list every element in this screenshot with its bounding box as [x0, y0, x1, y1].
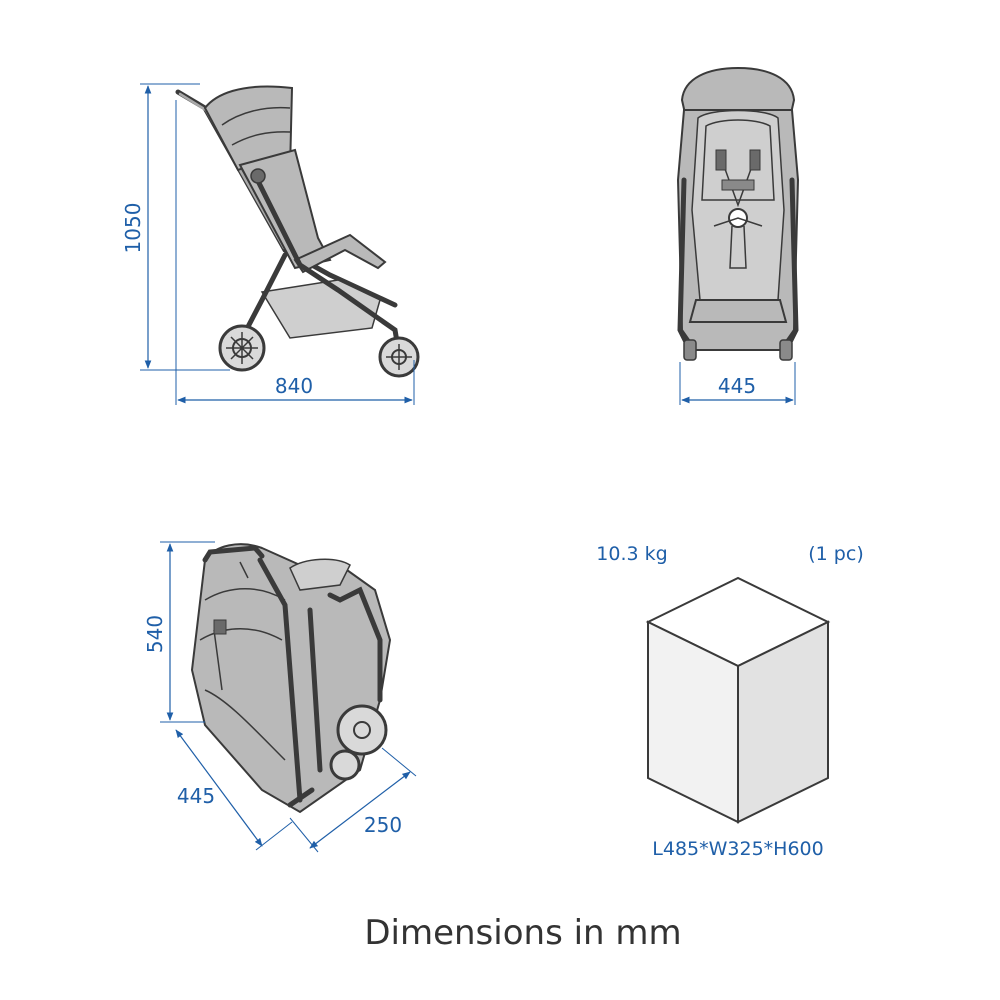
folded-depth-label: 250 [364, 813, 402, 837]
package-quantity: (1 pc) [808, 543, 863, 565]
folded-depth-extension-left [289, 817, 319, 853]
package-weight: 10.3 kg [596, 543, 667, 565]
folded-length-label: 445 [177, 784, 215, 808]
package-size: L485*W325*H600 [652, 838, 823, 860]
folded-depth-extension-right [381, 747, 417, 777]
folded-length-extension [255, 821, 293, 851]
folded-depth-dimension-line [309, 771, 411, 849]
front-view-stroller [676, 66, 800, 361]
package-box-icon [645, 576, 831, 824]
folded-stroller [190, 543, 392, 814]
front-width-label: 445 [718, 374, 756, 398]
side-length-label: 840 [275, 374, 313, 398]
folded-height-label: 540 [143, 615, 167, 653]
side-view-stroller [175, 85, 420, 378]
folded-length-dimension-line [175, 729, 263, 847]
dimensions-caption: Dimensions in mm [364, 913, 681, 953]
side-height-label: 1050 [121, 203, 145, 254]
